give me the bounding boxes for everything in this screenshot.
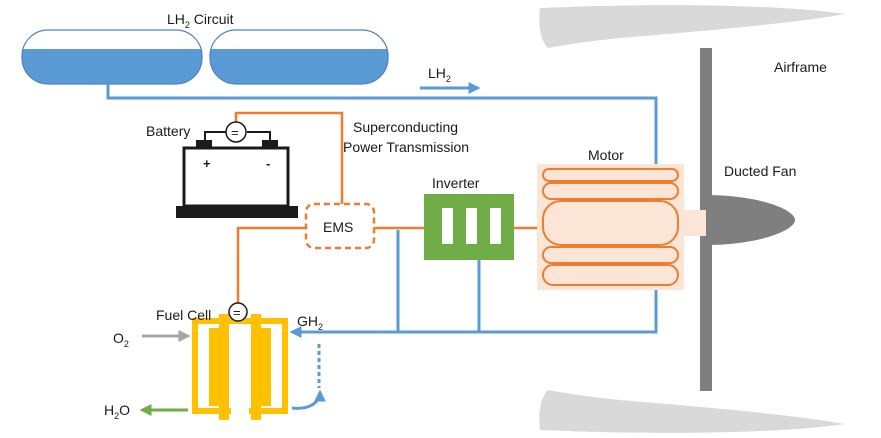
superconducting-label-line1: Superconducting (353, 119, 458, 135)
lh2-flow-label: LH2 (428, 65, 451, 84)
gh2-recirculation-arrow (291, 389, 326, 410)
airframe-label: Airframe (774, 59, 827, 75)
fuelcell-converter-symbol: = (233, 305, 241, 320)
o2-label: O2 (113, 330, 129, 349)
battery: + - (176, 140, 298, 218)
lh2-tank-right (209, 29, 389, 85)
airframe-bottom-shape (539, 390, 845, 433)
fan-hub (705, 195, 795, 245)
battery-converter-symbol: = (231, 125, 239, 140)
gh2-line (300, 290, 658, 334)
lh2-circuit-label: LH2 Circuit (167, 11, 234, 30)
inverter-slot-2 (466, 208, 477, 244)
fuelcell-power-line (236, 226, 306, 304)
battery-label: Battery (146, 123, 190, 139)
battery-minus-sign: - (266, 156, 270, 171)
ducted-fan-label: Ducted Fan (724, 163, 796, 179)
gh2-label: GH2 (297, 313, 323, 332)
ems-box (304, 202, 376, 250)
battery-converter-icon: = (225, 121, 247, 143)
fuel-cell-membrane (231, 324, 249, 414)
ems-label: EMS (323, 219, 353, 235)
airframe-top-shape (539, 5, 845, 49)
fuel-cell-converter-icon: = (228, 302, 248, 322)
fuel-cell-label: Fuel Cell (156, 307, 211, 323)
motor-label: Motor (588, 147, 624, 163)
inverter-slot-3 (490, 208, 501, 244)
lh2-tank-left (21, 29, 203, 85)
inverter-label: Inverter (432, 175, 480, 191)
battery-plus-sign: + (203, 156, 211, 171)
inverter-slot-1 (442, 208, 453, 244)
superconducting-label-line2: Power Transmission (343, 139, 469, 155)
motor (537, 164, 706, 290)
h2o-label: H2O (104, 402, 130, 421)
lh2-line (106, 84, 658, 164)
